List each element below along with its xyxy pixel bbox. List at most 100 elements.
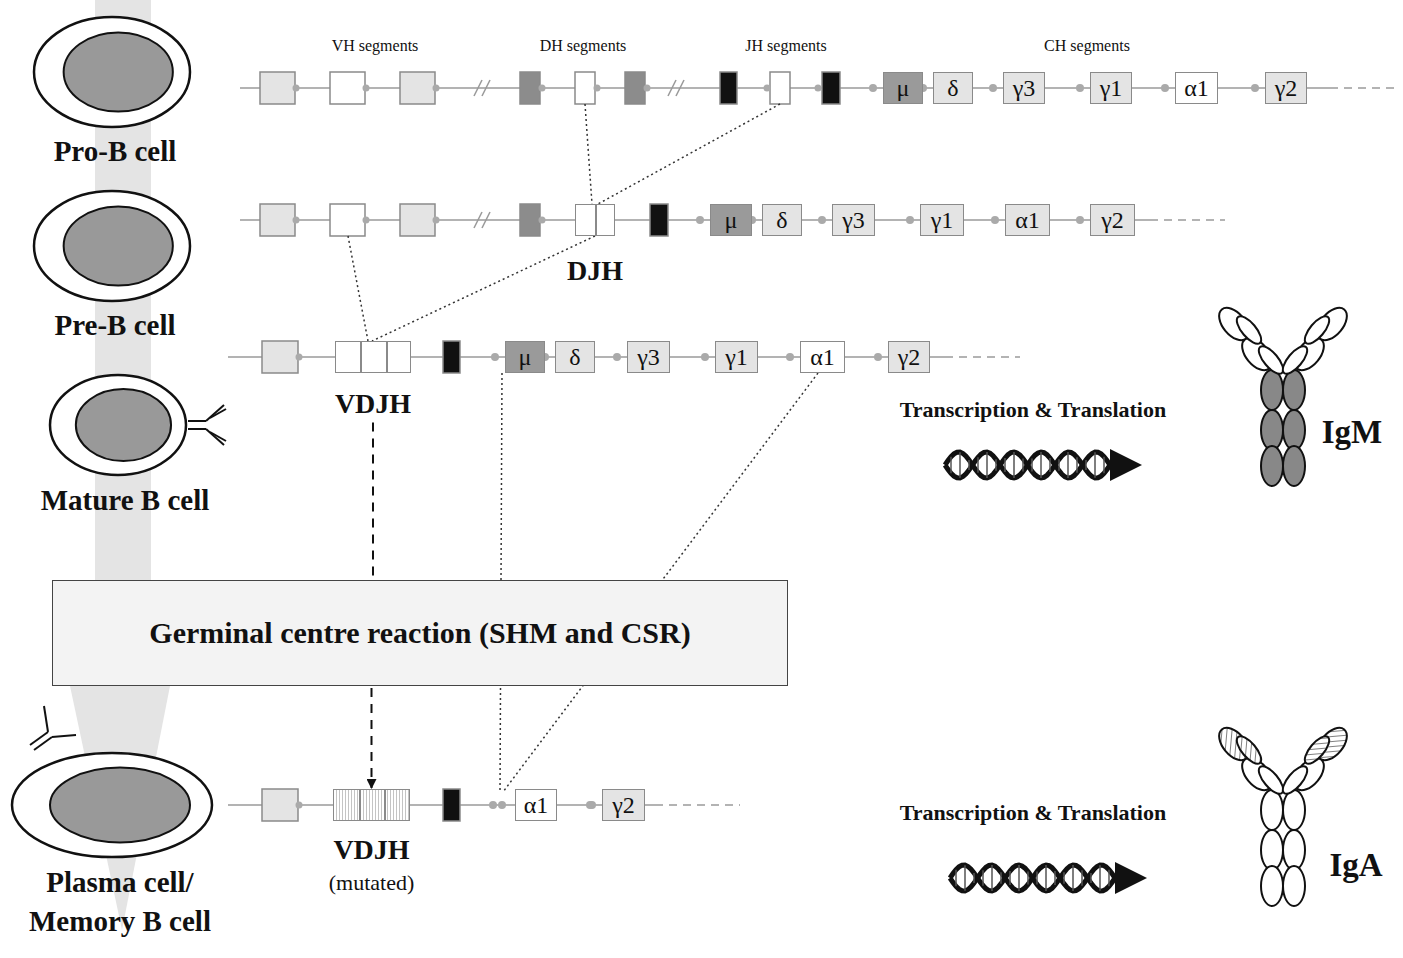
segment-label: γ1: [931, 207, 954, 234]
cell-outline: [31, 188, 193, 304]
segment-group-label: JH segments: [745, 37, 826, 55]
segment-box: [575, 204, 615, 236]
segment-label: VDJH: [312, 833, 432, 867]
switch-region: [906, 216, 914, 224]
segment-label: γ3: [842, 207, 865, 234]
segment-label: γ2: [612, 792, 635, 819]
constant-segment: γ2: [1090, 204, 1135, 236]
antibody-and-helix: [491, 84, 1353, 906]
segment-label: α1: [1015, 207, 1040, 234]
gene-locus-lines: [228, 88, 1398, 805]
switch-region: [786, 353, 794, 361]
segment-label: DJH: [535, 254, 655, 288]
constant-segment: μ: [883, 72, 923, 104]
segment-label: γ3: [637, 344, 660, 371]
cell-outline: [9, 750, 215, 860]
switch-region: [586, 801, 594, 809]
antibody-symbol: [1213, 302, 1352, 486]
constant-segment: γ3: [1003, 72, 1045, 104]
constant-segment: γ3: [832, 204, 875, 236]
transcription-helix: [950, 862, 1147, 894]
segment-label: δ: [569, 344, 580, 371]
dashed-arrow: [372, 423, 374, 579]
rearranged-segment: DJH: [535, 204, 655, 288]
transcription-helix: [945, 449, 1142, 481]
switch-region: [874, 353, 882, 361]
switch-region: [1251, 84, 1259, 92]
rearranged-segment: VDJH(mutated): [312, 789, 432, 897]
switch-region: [613, 353, 621, 361]
cell-label: Pro-B cell: [20, 132, 210, 171]
constant-segment: γ1: [1090, 72, 1132, 104]
segment-label: δ: [776, 207, 787, 234]
constant-segment: δ: [555, 341, 595, 373]
constant-segment: γ1: [920, 204, 964, 236]
constant-segment: α1: [515, 789, 557, 821]
segment-label: γ2: [1275, 75, 1298, 102]
cell: Mature B cell: [10, 373, 240, 520]
constant-segment: μ: [505, 341, 545, 373]
process-box: Germinal centre reaction (SHM and CSR): [52, 580, 788, 686]
segment-label: γ1: [1100, 75, 1123, 102]
constant-segment: γ2: [1265, 72, 1307, 104]
constant-segment: δ: [762, 204, 802, 236]
cell: Pre-B cell: [20, 188, 210, 345]
segment-divider: [386, 342, 388, 372]
segment-label: μ: [725, 207, 738, 234]
constant-segment: δ: [933, 72, 973, 104]
cell-outline: [31, 14, 193, 130]
switch-region: [1076, 216, 1084, 224]
segment-divider: [384, 790, 386, 820]
segment-label: γ2: [1101, 207, 1124, 234]
segment-divider: [360, 342, 362, 372]
switch-region: [989, 84, 997, 92]
constant-segment: α1: [1175, 72, 1218, 104]
segment-label: δ: [947, 75, 958, 102]
segment-group-label: VH segments: [332, 37, 419, 55]
constant-segment: γ2: [602, 789, 645, 821]
cell-outline: [47, 372, 189, 478]
process-note: Transcription & Translation: [900, 800, 1166, 826]
recombination-lines: [348, 104, 818, 792]
segment-group-label: DH segments: [540, 37, 627, 55]
segment-group-label: CH segments: [1044, 37, 1130, 55]
constant-segment: μ: [710, 204, 752, 236]
switch-region: [1076, 84, 1084, 92]
segment-label: (mutated): [312, 869, 432, 898]
segment-divider: [359, 790, 361, 820]
process-note: Transcription & Translation: [900, 397, 1166, 423]
segment-label: γ3: [1013, 75, 1036, 102]
segment-box: [333, 789, 410, 821]
cell-label: Mature B cell: [10, 481, 240, 520]
cell: Plasma cell/ Memory B cell: [0, 751, 240, 941]
switch-region: [1161, 84, 1169, 92]
switch-region: [701, 353, 709, 361]
isotype-label: IgA: [1329, 847, 1382, 884]
switch-region: [869, 84, 877, 92]
switch-region: [991, 216, 999, 224]
segment-box: [335, 341, 411, 373]
segment-label: μ: [519, 344, 532, 371]
rearranged-segment: VDJH: [313, 341, 433, 421]
segment-label: γ2: [898, 344, 921, 371]
dashed-arrow: [371, 688, 373, 788]
constant-segment: γ1: [715, 341, 758, 373]
surface-antibody: [188, 405, 226, 445]
segment-label: α1: [810, 344, 835, 371]
segment-label: γ1: [725, 344, 748, 371]
constant-segment: α1: [1005, 204, 1050, 236]
segment-label: μ: [897, 75, 910, 102]
signal-sequences: [293, 85, 822, 809]
switch-region: [491, 353, 499, 361]
isotype-label: IgM: [1322, 414, 1383, 451]
switch-region: [818, 216, 826, 224]
segment-label: VDJH: [313, 387, 433, 421]
switch-region: [696, 216, 704, 224]
segment-label: α1: [524, 792, 549, 819]
cell: Pro-B cell: [20, 14, 210, 171]
segment-label: α1: [1184, 75, 1209, 102]
constant-segment: α1: [800, 341, 845, 373]
gene-segments: [260, 72, 840, 821]
cell-label: Pre-B cell: [20, 306, 210, 345]
switch-region: [489, 801, 506, 809]
